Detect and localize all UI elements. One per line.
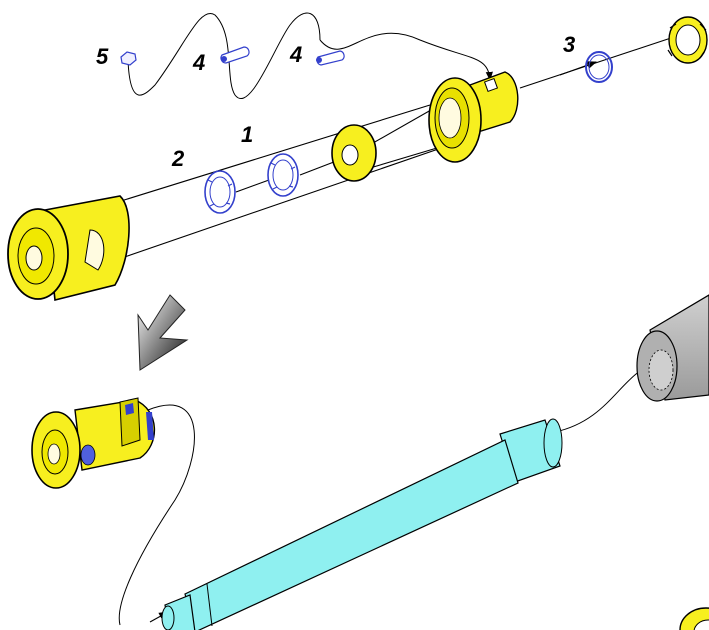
arrow-to-body-top [91, 104, 431, 212]
callout-numbers: 5 4 4 3 1 2 [96, 32, 575, 171]
lock-ring-2 [267, 153, 299, 197]
shaft [161, 418, 563, 630]
wire-lower [118, 404, 195, 626]
washer [331, 124, 377, 182]
callout-1: 1 [241, 122, 253, 147]
arrow-ring-3 [559, 61, 597, 76]
callout-5: 5 [96, 44, 109, 69]
pin-4-right [316, 50, 345, 66]
arrow-flange-bottom [369, 143, 448, 169]
arrow-to-body-bottom [109, 144, 451, 263]
main-body [7, 195, 130, 301]
wire-right [319, 32, 493, 81]
partial-yellow-part [679, 607, 709, 630]
lock-ring-1 [204, 170, 236, 214]
big-direction-arrow [137, 294, 189, 371]
callout-4-left: 4 [192, 50, 205, 75]
pin-4-left [220, 46, 250, 64]
assembled-unit [31, 397, 156, 489]
callout-3: 3 [563, 32, 575, 57]
flange-housing [428, 71, 519, 163]
arrow-nut [519, 34, 681, 89]
callout-4-right: 4 [289, 42, 302, 67]
snap-ring-3 [585, 51, 613, 83]
hex-nut-5 [120, 51, 137, 66]
top-nut [667, 16, 708, 64]
handle [636, 294, 709, 402]
callout-2: 2 [171, 146, 185, 171]
